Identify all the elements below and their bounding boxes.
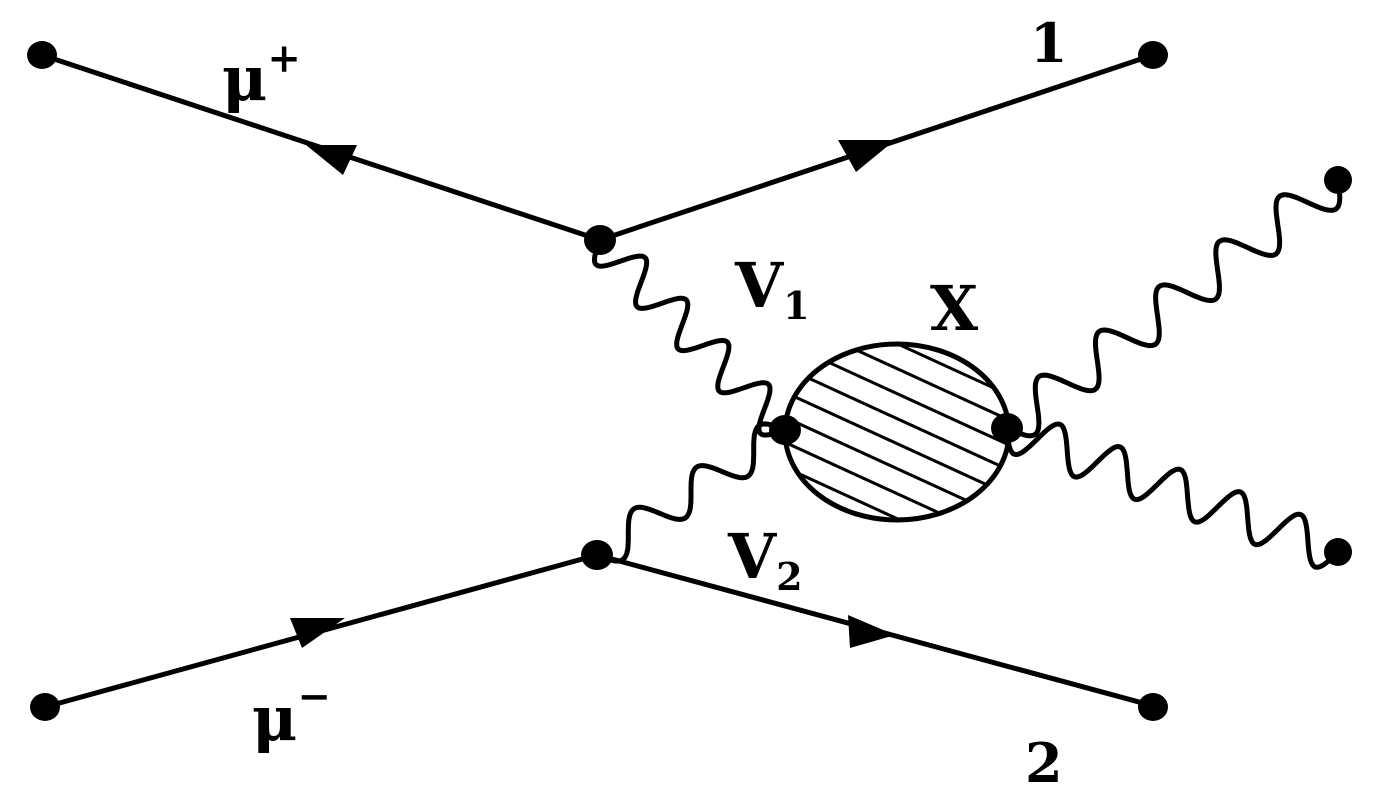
endpoint-1-dot [1138, 41, 1168, 69]
blob-x [782, 341, 1012, 523]
photon-v1 [592, 237, 788, 438]
outgoing-2-arrow [848, 615, 895, 648]
blob-right-dot [991, 413, 1023, 443]
photon-out-lower [1004, 421, 1341, 570]
photon-out-lower-dot [1324, 538, 1352, 566]
label-outgoing-2: 2 [1025, 731, 1063, 787]
label-mu-plus: μ+ [222, 35, 301, 115]
blob-left-dot [769, 415, 801, 445]
vertex-upper-dot [584, 225, 616, 255]
label-outgoing-1: 1 [1030, 11, 1068, 75]
endpoint-mu-plus-dot [27, 41, 57, 69]
mu-plus-arrow [306, 145, 357, 175]
vertex-lower-dot [581, 540, 613, 570]
label-v1: V1 [734, 249, 810, 328]
endpoint-2-dot [1138, 693, 1168, 721]
label-v2: V2 [727, 520, 803, 599]
photon-v2 [594, 421, 788, 564]
mu-minus-arrow [290, 618, 345, 648]
label-mu-minus: μ− [252, 673, 331, 755]
outgoing-1-arrow [838, 140, 895, 172]
label-x: X [930, 272, 979, 345]
photon-out-upper [1004, 177, 1343, 439]
photon-out-upper-dot [1324, 166, 1352, 194]
endpoint-mu-minus-dot [30, 693, 60, 721]
